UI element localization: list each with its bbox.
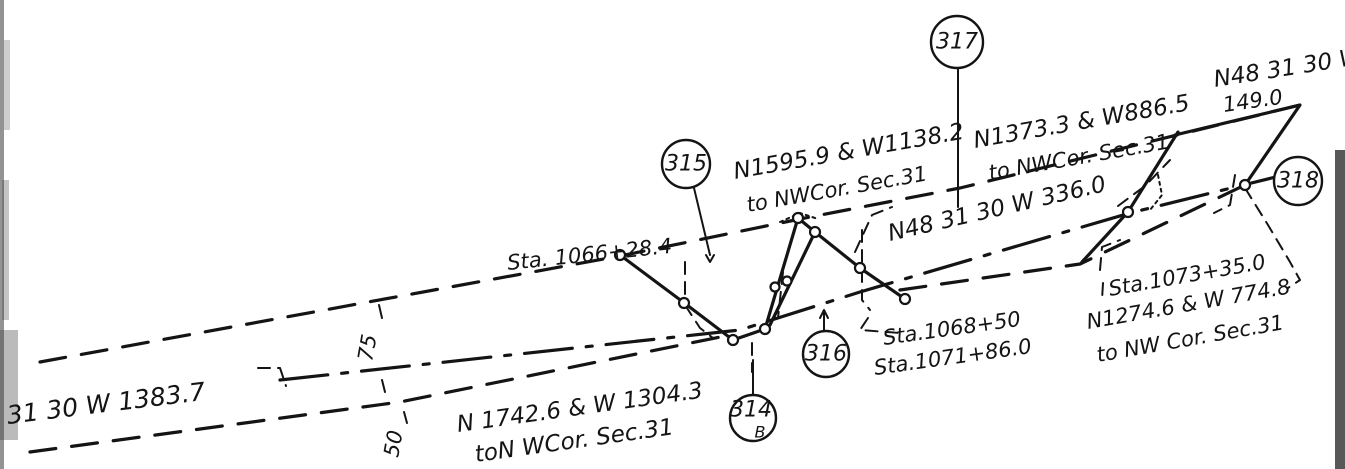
- width-75-label: 75: [353, 332, 381, 362]
- width-50-label: 50: [379, 428, 407, 458]
- point: [791, 211, 805, 225]
- traverse-line: [618, 216, 907, 342]
- marker-318: 318: [1272, 155, 1324, 207]
- svg-text:316: 316: [805, 342, 847, 367]
- point: [758, 322, 772, 336]
- labels: 31 30 W 1383.7 75 50 N 1742.6 & W 1304.3…: [5, 44, 1345, 468]
- point: [726, 333, 740, 347]
- width-marks: [257, 304, 408, 424]
- marker-316: 316: [801, 329, 851, 379]
- point: [1238, 178, 1252, 192]
- svg-text:314: 314: [730, 398, 772, 423]
- svg-text:315: 315: [665, 152, 707, 177]
- lower-row-line-right: [898, 183, 1247, 292]
- point: [808, 225, 822, 239]
- point: [1121, 205, 1135, 219]
- marker-315: 315: [660, 138, 712, 190]
- point: [677, 296, 691, 310]
- callout-leaders: [693, 67, 959, 396]
- svg-text:B: B: [755, 423, 766, 442]
- bearing-main-label: 31 30 W 1383.7: [5, 377, 207, 430]
- point: [853, 261, 867, 275]
- traverse-points: [613, 178, 1252, 347]
- point: [769, 281, 781, 293]
- point-sta-1066: [613, 248, 627, 262]
- centerline: [278, 169, 1302, 382]
- point: [781, 275, 793, 287]
- marker-314: 314 B: [728, 393, 778, 443]
- lower-row-line: [28, 333, 732, 454]
- point: [898, 292, 912, 306]
- marker-317: 317: [929, 14, 985, 70]
- svg-text:317: 317: [936, 30, 978, 55]
- sta-1066-label: Sta. 1066+28.4: [506, 234, 673, 275]
- svg-text:318: 318: [1277, 169, 1319, 194]
